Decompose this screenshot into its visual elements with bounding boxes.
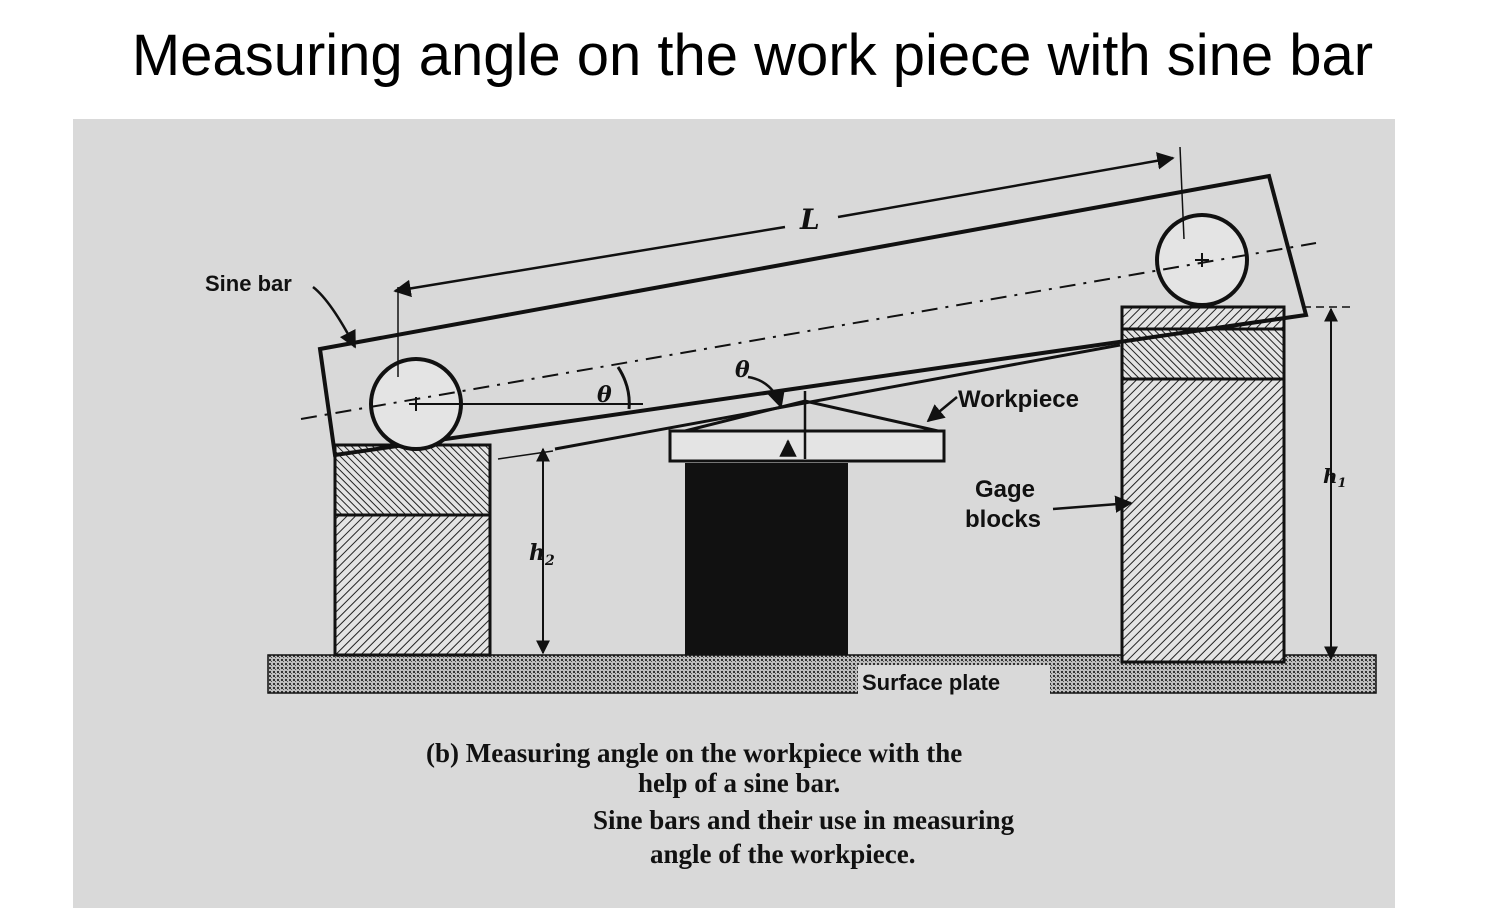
- center-support-block: [668, 429, 946, 655]
- h2-dimension: [497, 447, 554, 655]
- h1-subscript: 1: [1338, 476, 1347, 491]
- h1-letter: h: [1323, 464, 1338, 488]
- slide-title: Measuring angle on the work piece with s…: [131, 23, 1374, 88]
- h2-letter: h: [529, 540, 545, 566]
- left-gage-blocks: [333, 443, 492, 657]
- right-gage-blocks: [1120, 305, 1286, 664]
- gage-blocks-arrow: [1052, 495, 1133, 513]
- caption-line-4: angle of the workpiece.: [650, 839, 915, 869]
- gage-label: Gage: [975, 476, 1035, 503]
- caption-line-2: help of a sine bar.: [638, 768, 840, 798]
- blocks-label: blocks: [965, 506, 1041, 533]
- workpiece-arrow: [926, 396, 958, 423]
- h1-dimension: [1303, 306, 1355, 661]
- sine-bar: [300, 173, 1317, 458]
- caption-line-3: Sine bars and their use in measuring: [593, 805, 1015, 835]
- h2-subscript: 2: [544, 553, 555, 569]
- h1-label: h1: [1323, 464, 1347, 491]
- workpiece-label: Workpiece: [958, 386, 1079, 413]
- sine-bar-label: Sine bar: [205, 271, 292, 296]
- caption-line-1: (b) Measuring angle on the workpiece wit…: [426, 738, 962, 768]
- length-dimension: [393, 146, 1185, 377]
- sine-bar-diagram: Surface plate: [205, 146, 1377, 869]
- sine-bar-figure: Surface plate: [73, 119, 1395, 908]
- h2-label: h2: [529, 540, 555, 569]
- theta-label-left: θ: [597, 382, 612, 408]
- sine-bar-arrow: [312, 286, 357, 349]
- theta-label-center: θ: [735, 357, 750, 383]
- theta-center-arrow: [747, 375, 785, 409]
- length-label: L: [799, 203, 820, 236]
- surface-plate-label: Surface plate: [862, 670, 1000, 695]
